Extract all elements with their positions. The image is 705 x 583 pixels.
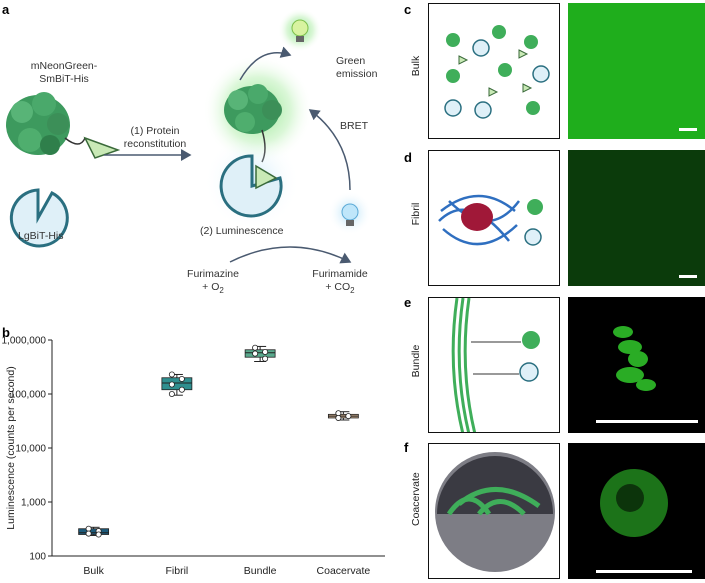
lgbit-protein-icon <box>9 188 69 248</box>
data-point <box>168 381 175 388</box>
x-tick-label: Fibril <box>166 565 189 577</box>
product-line1: Furimamide <box>312 268 368 280</box>
y-axis-label: Luminescence (counts per second) <box>5 366 17 529</box>
step1-line2: reconstitution <box>123 138 187 150</box>
reconstituted-complex-icon <box>224 84 282 163</box>
x-tick-label: Coacervate <box>317 565 371 577</box>
box-fibril <box>161 377 193 391</box>
scale-bar <box>596 570 692 573</box>
substrate-line2: + O <box>202 281 220 293</box>
coacervate-micrograph <box>568 443 705 579</box>
data-point <box>252 350 259 357</box>
substrate-line1: Furimazine <box>187 268 239 280</box>
y-tick-label: 1,000 <box>21 498 46 509</box>
y-tick-label: 100 <box>29 552 46 563</box>
step2-label: (2) Luminescence <box>200 225 284 237</box>
panel-label-f: f <box>404 440 409 455</box>
panel-label-b: b <box>2 325 10 340</box>
step1-line1: (1) Protein <box>130 125 180 137</box>
panel-label-d: d <box>404 150 412 165</box>
box-bundle <box>244 349 276 358</box>
bulk-micrograph <box>568 3 705 139</box>
coacervate-schematic <box>428 443 560 579</box>
panel-label-a: a <box>2 2 10 17</box>
blue-bulb-icon <box>341 203 359 226</box>
panel-label-c: c <box>404 2 412 17</box>
data-point <box>85 525 92 532</box>
protein-label-line1: mNeonGreen- <box>30 60 98 72</box>
product-sub: 2 <box>350 286 355 296</box>
x-tick-label: Bundle <box>244 565 277 577</box>
row-label-bundle: Bundle <box>410 344 422 378</box>
mneongreen-protein-icon <box>6 92 121 159</box>
x-tick-label: Bulk <box>83 565 104 577</box>
substrate-sub: 2 <box>219 286 224 296</box>
data-point <box>178 386 185 393</box>
bulk-schematic <box>428 3 560 139</box>
box-bulk <box>78 528 110 535</box>
complex-pacman-icon <box>219 154 283 218</box>
protein-label-line2: SmBiT-His <box>39 73 89 85</box>
fibril-micrograph <box>568 150 705 286</box>
panel-label-e: e <box>404 295 412 310</box>
data-point <box>262 348 269 355</box>
luminescence-box-plot: 100 1,000 10,000 100,000 1,000,000Luminescen… <box>2 336 385 577</box>
scale-bar <box>596 420 698 423</box>
bundle-schematic <box>428 297 560 433</box>
row-label-fibril: Fibril <box>410 202 422 226</box>
panel-a-schematic <box>6 8 372 264</box>
lgbit-label: LgBiT-His <box>18 230 64 242</box>
data-point <box>262 355 269 362</box>
data-point <box>85 530 92 537</box>
data-point <box>335 414 342 421</box>
data-point <box>345 413 352 420</box>
data-point <box>168 391 175 398</box>
green-bulb-icon <box>291 19 309 42</box>
bret-label: BRET <box>340 120 369 132</box>
row-label-coacervate: Coacervate <box>410 472 422 526</box>
emission-line1: Green <box>336 55 366 67</box>
scale-bar <box>679 128 697 131</box>
fibril-schematic <box>428 150 560 286</box>
data-point <box>95 531 102 538</box>
data-point <box>168 371 175 378</box>
y-tick-label: 1,000,000 <box>2 336 47 347</box>
product-line2: + CO <box>325 281 351 293</box>
bundle-micrograph <box>568 297 705 433</box>
data-point <box>252 344 259 351</box>
row-label-bulk: Bulk <box>410 55 422 77</box>
scale-bar <box>679 275 697 278</box>
emission-line2: emission <box>336 68 378 80</box>
data-point <box>178 375 185 382</box>
y-tick-label: 10,000 <box>15 444 46 455</box>
y-tick-label: 100,000 <box>10 390 47 401</box>
